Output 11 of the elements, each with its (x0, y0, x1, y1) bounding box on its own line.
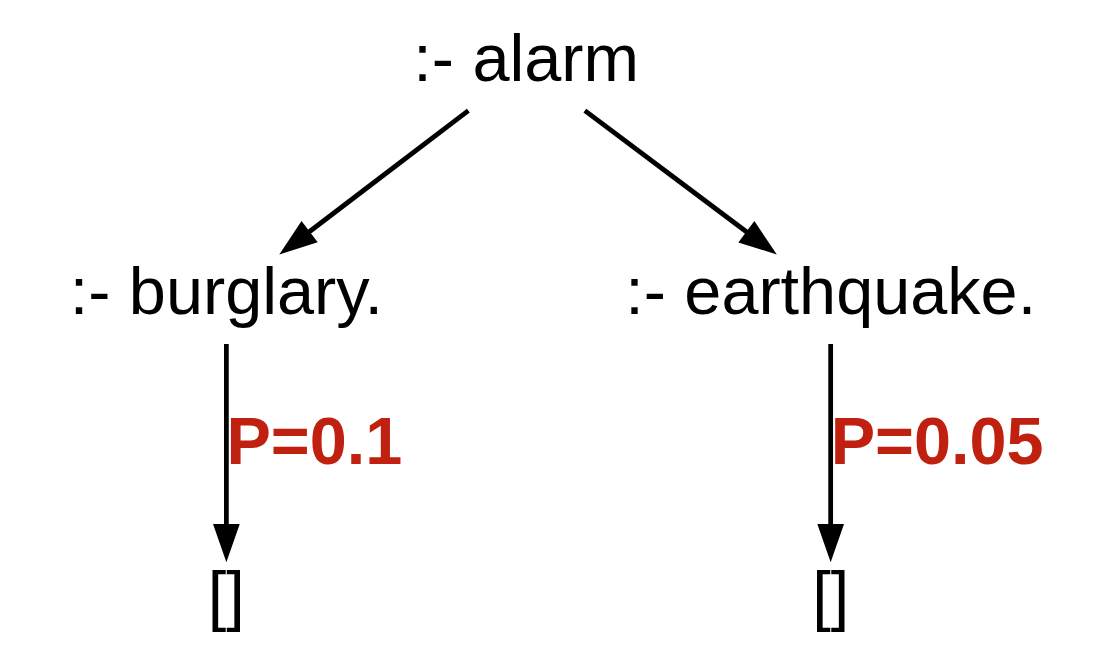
arrow (213, 343, 240, 563)
node-text: :- burglary. (69, 253, 384, 328)
edge-label: P=0.1 (226, 403, 403, 478)
edge-label: P=0.05 (830, 403, 1044, 478)
arrow (583, 108, 777, 255)
node-text: [] (812, 558, 850, 633)
node-text: [] (207, 558, 245, 633)
node-text: :- alarm (413, 20, 640, 95)
node-text: :- earthquake. (625, 253, 1037, 328)
arrow (817, 343, 844, 563)
arrow (279, 108, 470, 255)
